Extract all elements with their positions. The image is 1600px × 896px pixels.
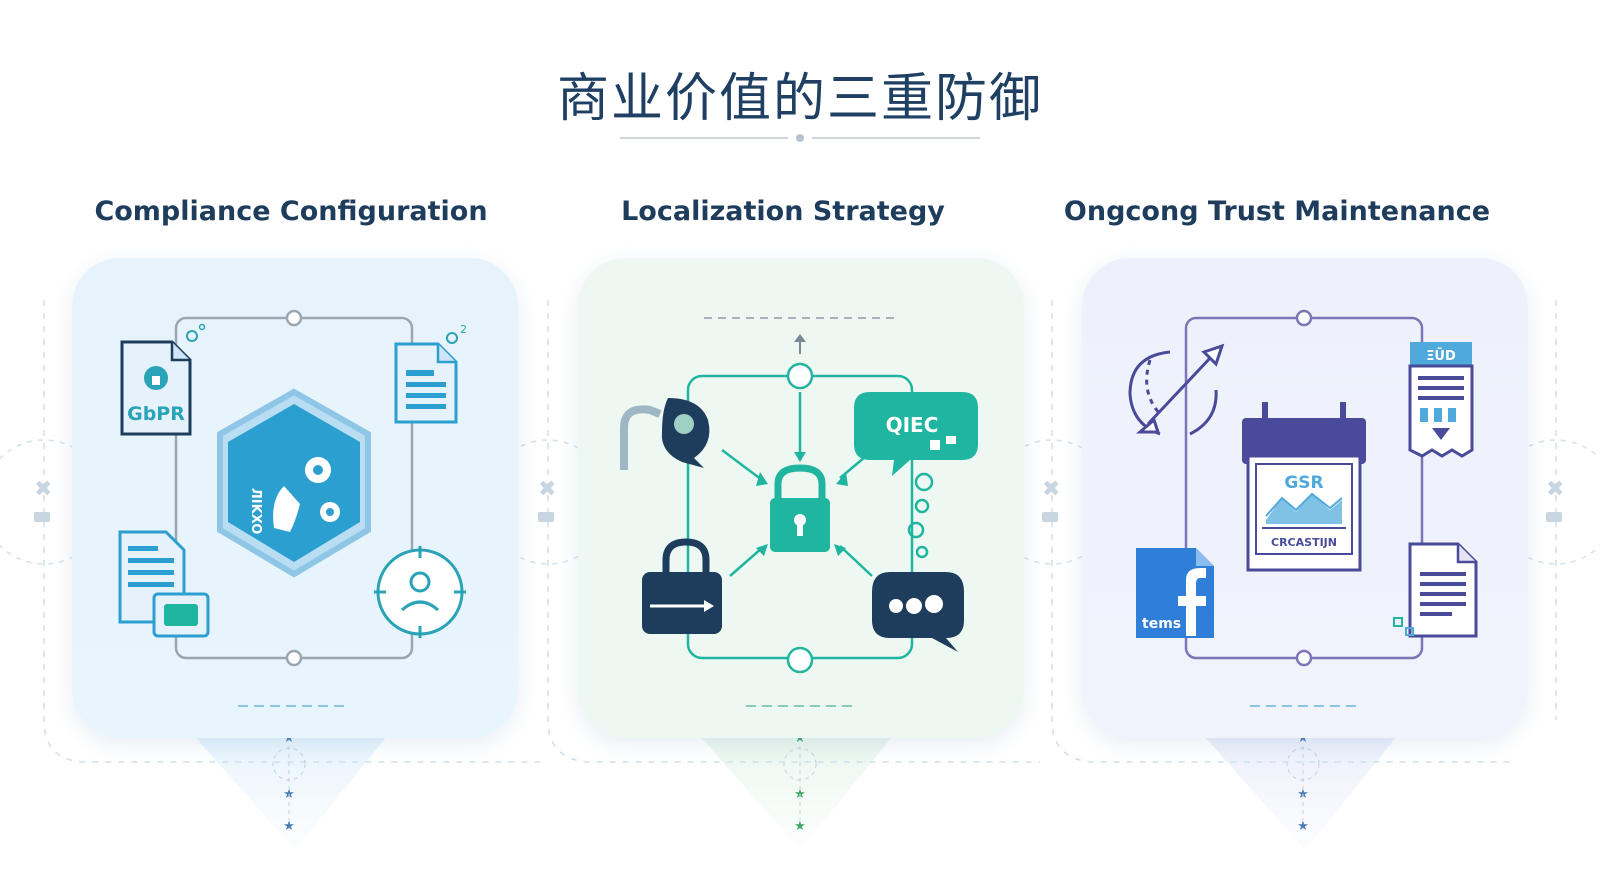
- facebook-icon: tems: [1136, 548, 1214, 638]
- svg-text:✖: ✖: [538, 477, 556, 502]
- trust-diagram: ΞŪD GSR CRCASTIJN: [1128, 309, 1478, 707]
- chat-bubble-icon: QIEC: [854, 392, 978, 559]
- form-document-icon: [118, 530, 210, 638]
- person-profile-icon: [620, 398, 710, 470]
- chat-bubble-text: QIEC: [886, 413, 939, 437]
- document-icon: 2: [394, 323, 467, 424]
- svg-text:★: ★: [283, 731, 295, 746]
- report-document-icon: ΞŪD: [1408, 342, 1474, 458]
- svg-text:2: 2: [460, 323, 467, 336]
- calendar-caption: CRCASTIJN: [1271, 536, 1337, 549]
- page-title: 商业价值的三重防御: [556, 69, 1043, 129]
- svg-text:★: ★: [794, 731, 806, 746]
- briefcase-icon: [642, 538, 722, 634]
- facebook-label: tems: [1142, 616, 1181, 632]
- column-title-compliance: Compliance Configuration: [94, 196, 488, 227]
- title-divider: [620, 134, 980, 142]
- svg-text:★: ★: [283, 819, 295, 834]
- svg-text:✖: ✖: [34, 477, 52, 502]
- text-document-icon: [1393, 542, 1478, 638]
- target-user-icon: [374, 546, 466, 638]
- padlock-icon: [770, 464, 830, 552]
- column-title-localization: Localization Strategy: [621, 196, 945, 227]
- calendar-label: GSR: [1284, 473, 1323, 493]
- hexagon-badge-text: ЛIKXO: [248, 488, 263, 534]
- gdpr-document-icon: GbPR: [120, 323, 206, 436]
- column-title-trust: Ongcong Trust Maintenance: [1063, 196, 1491, 227]
- compliance-diagram: GbPR 2 ЛIKXO: [118, 309, 467, 707]
- localization-diagram: QIEC: [620, 317, 978, 707]
- gdpr-label: GbPR: [127, 403, 185, 425]
- speech-bubble-icon: [872, 572, 964, 652]
- svg-text:★: ★: [1297, 731, 1309, 746]
- sync-arrows-icon: [1128, 343, 1225, 436]
- svg-text:★: ★: [794, 819, 806, 834]
- report-tag-label: ΞŪD: [1426, 348, 1456, 364]
- svg-text:✖: ✖: [1042, 477, 1060, 502]
- hexagon-badge-icon: ЛIKXO: [217, 388, 371, 578]
- svg-text:★: ★: [1297, 819, 1309, 834]
- calendar-chart-icon: GSR CRCASTIJN: [1242, 402, 1366, 572]
- svg-text:✖: ✖: [1546, 477, 1564, 502]
